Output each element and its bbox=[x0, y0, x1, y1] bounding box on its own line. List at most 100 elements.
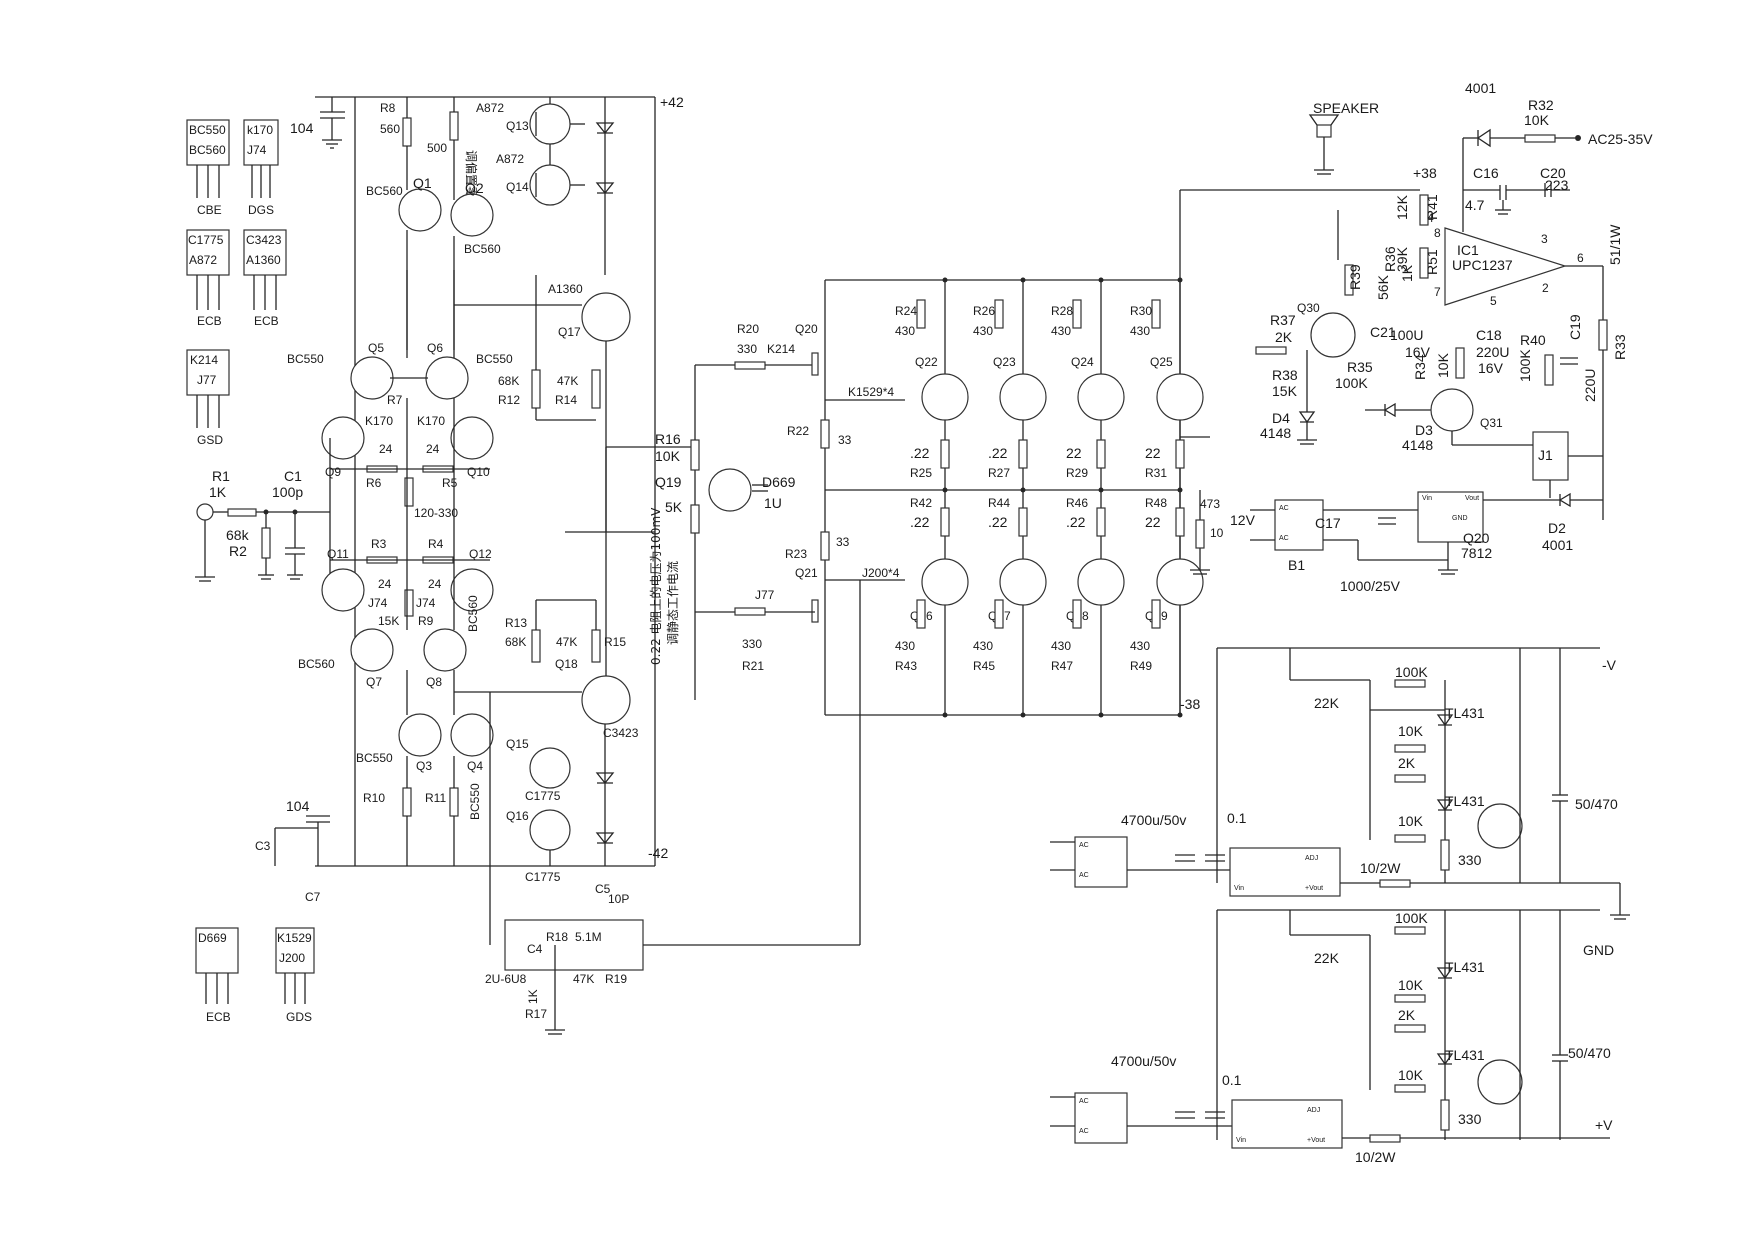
svg-text:BC550: BC550 bbox=[356, 751, 393, 765]
svg-text:C18: C18 bbox=[1476, 327, 1502, 343]
svg-text:47K: 47K bbox=[557, 374, 578, 388]
package-c1775-a872: C1775 A872 ECB bbox=[186, 229, 230, 328]
svg-text:D2: D2 bbox=[1548, 520, 1566, 536]
svg-text:R14: R14 bbox=[555, 393, 577, 407]
top-gate-resistor-value-3: 430 bbox=[1051, 324, 1071, 338]
svg-text:R5: R5 bbox=[442, 476, 458, 490]
label-neg-v: -V bbox=[1602, 657, 1617, 673]
bottom-gate-resistor-name-3: R47 bbox=[1051, 659, 1073, 673]
top-source-value-4: 22 bbox=[1145, 445, 1161, 461]
svg-text:Q19: Q19 bbox=[655, 474, 682, 490]
svg-text:Q16: Q16 bbox=[506, 809, 529, 823]
svg-text:10P: 10P bbox=[608, 892, 629, 906]
svg-text:BC550: BC550 bbox=[189, 123, 226, 137]
svg-text:D669: D669 bbox=[762, 474, 796, 490]
svg-text:TL431: TL431 bbox=[1445, 793, 1485, 809]
svg-text:Vin: Vin bbox=[1234, 885, 1244, 892]
svg-text:CBE: CBE bbox=[197, 203, 222, 217]
svg-text:R51: R51 bbox=[1424, 249, 1440, 275]
svg-text:AC: AC bbox=[1079, 872, 1089, 879]
svg-text:Q31: Q31 bbox=[1480, 416, 1503, 430]
svg-text:R19: R19 bbox=[605, 972, 627, 986]
bottom-gate-resistor-name-4: R49 bbox=[1130, 659, 1152, 673]
svg-text:Vin: Vin bbox=[1422, 495, 1432, 502]
bottom-source-value-4: 22 bbox=[1145, 514, 1161, 530]
mosfet-top-label-1: Q22 bbox=[915, 355, 938, 369]
svg-text:Q17: Q17 bbox=[558, 325, 581, 339]
mosfet-bottom-4 bbox=[1156, 558, 1204, 606]
svg-text:K170: K170 bbox=[365, 414, 393, 428]
svg-text:C1775: C1775 bbox=[525, 789, 561, 803]
label-neg38: -38 bbox=[1180, 696, 1200, 712]
svg-text:AC: AC bbox=[1079, 1128, 1089, 1135]
svg-text:A872: A872 bbox=[476, 101, 504, 115]
svg-text:BC560: BC560 bbox=[189, 143, 226, 157]
svg-text:A1360: A1360 bbox=[246, 253, 281, 267]
svg-text:1K: 1K bbox=[1399, 264, 1415, 282]
svg-text:Q30: Q30 bbox=[1297, 301, 1320, 315]
svg-text:Q2: Q2 bbox=[465, 180, 484, 196]
svg-text:k170: k170 bbox=[247, 123, 273, 137]
bottom-gate-resistor-3 bbox=[1072, 599, 1082, 629]
svg-text:AC: AC bbox=[1079, 842, 1089, 849]
svg-text:22K: 22K bbox=[1314, 950, 1340, 966]
label-12v: 12V bbox=[1230, 512, 1256, 528]
svg-text:Q15: Q15 bbox=[506, 737, 529, 751]
svg-text:D4: D4 bbox=[1272, 410, 1290, 426]
svg-text:+Vout: +Vout bbox=[1307, 1137, 1325, 1144]
svg-text:0.22 电阻上的电压为100mV: 0.22 电阻上的电压为100mV bbox=[648, 507, 663, 665]
svg-text:BC560: BC560 bbox=[366, 184, 403, 198]
bias-stage: R16 10K Q19 5K D669 1U R20 330 K214 Q20 … bbox=[655, 279, 1200, 716]
svg-text:1K: 1K bbox=[526, 989, 540, 1004]
svg-text:Q13: Q13 bbox=[506, 119, 529, 133]
top-source-resistor-3 bbox=[1096, 439, 1106, 469]
label-pos-v: +V bbox=[1595, 1117, 1613, 1133]
bottom-gate-resistor-name-2: R45 bbox=[973, 659, 995, 673]
svg-text:10K: 10K bbox=[1435, 352, 1451, 378]
svg-text:J200: J200 bbox=[279, 951, 305, 965]
svg-text:R39: R39 bbox=[1347, 264, 1363, 290]
svg-text:220U: 220U bbox=[1582, 369, 1598, 402]
speaker-label: SPEAKER bbox=[1313, 100, 1379, 116]
top-source-name-1: R25 bbox=[910, 466, 932, 480]
package-d669: D669 ECB bbox=[195, 927, 239, 1024]
svg-text:33: 33 bbox=[836, 535, 850, 549]
svg-text:68K: 68K bbox=[505, 635, 526, 649]
svg-text:B1: B1 bbox=[1288, 557, 1305, 573]
svg-text:0.1: 0.1 bbox=[1222, 1072, 1242, 1088]
svg-text:GDS: GDS bbox=[286, 1010, 312, 1024]
svg-text:100K: 100K bbox=[1395, 910, 1428, 926]
svg-text:Q11: Q11 bbox=[327, 547, 349, 561]
svg-text:24: 24 bbox=[426, 442, 440, 456]
svg-text:D3: D3 bbox=[1415, 422, 1433, 438]
svg-text:47K: 47K bbox=[556, 635, 577, 649]
svg-text:TL431: TL431 bbox=[1445, 959, 1485, 975]
svg-text:J74: J74 bbox=[368, 596, 388, 610]
svg-text:J200*4: J200*4 bbox=[862, 566, 900, 580]
zobel-resistor-label: 10 bbox=[1210, 526, 1224, 540]
svg-text:R2: R2 bbox=[229, 543, 247, 559]
label-gnd: GND bbox=[1583, 942, 1614, 958]
svg-text:Q6: Q6 bbox=[427, 341, 443, 355]
zobel-cap-label: 473 bbox=[1200, 497, 1220, 511]
svg-text:A1360: A1360 bbox=[548, 282, 583, 296]
bottom-source-resistor-1 bbox=[940, 507, 950, 537]
mosfet-top-label-4: Q25 bbox=[1150, 355, 1173, 369]
svg-text:5K: 5K bbox=[665, 499, 683, 515]
svg-text:R32: R32 bbox=[1528, 97, 1554, 113]
svg-text:C19: C19 bbox=[1567, 314, 1583, 340]
svg-text:10K: 10K bbox=[1398, 723, 1424, 739]
svg-text:AC: AC bbox=[1279, 505, 1289, 512]
svg-text:500: 500 bbox=[427, 141, 447, 155]
bottom-gate-resistor-name-1: R43 bbox=[895, 659, 917, 673]
svg-text:A872: A872 bbox=[496, 152, 524, 166]
svg-text:33: 33 bbox=[838, 433, 852, 447]
svg-text:J77: J77 bbox=[197, 373, 217, 387]
svg-text:22K: 22K bbox=[1314, 695, 1340, 711]
top-source-resistor-4 bbox=[1175, 439, 1185, 469]
bottom-source-resistor-4 bbox=[1175, 507, 1185, 537]
bottom-source-value-1: .22 bbox=[910, 514, 930, 530]
svg-text:330: 330 bbox=[742, 637, 762, 651]
top-source-resistor-1 bbox=[940, 439, 950, 469]
